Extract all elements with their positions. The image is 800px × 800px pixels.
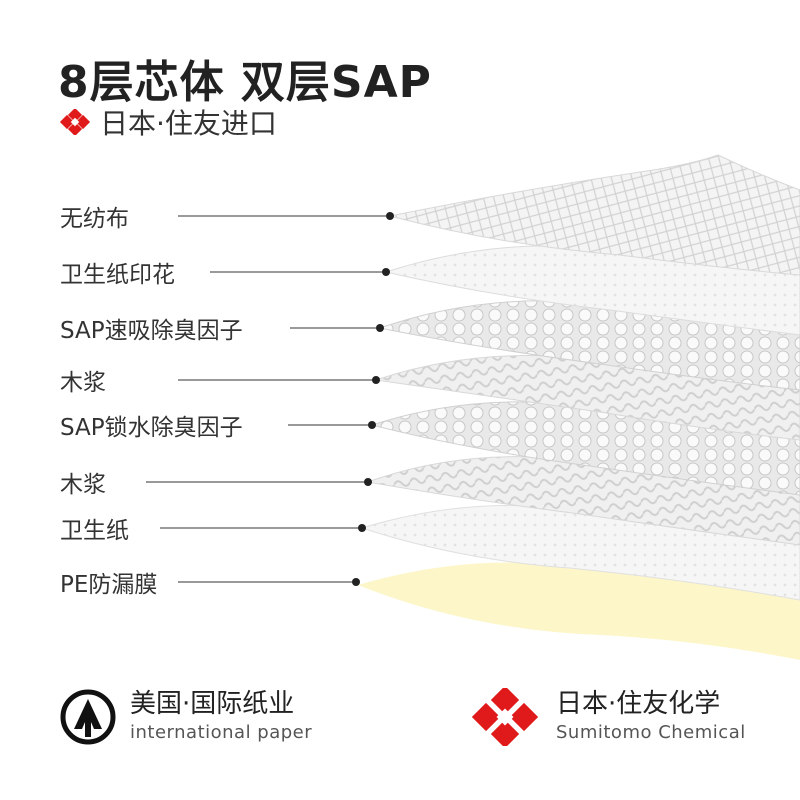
- layer-label: SAP速吸除臭因子: [60, 318, 243, 344]
- layer-label: 卫生纸: [60, 518, 129, 544]
- brand-left-cn: 美国·国际纸业: [130, 689, 295, 719]
- origin-text: 日本·住友进口: [100, 107, 277, 140]
- brand-sumitomo: 日本·住友化学 Sumitomo Chemical: [468, 688, 746, 746]
- layer-label: 木浆: [60, 472, 106, 498]
- layer-sap-absorb: [378, 300, 800, 391]
- sumitomo-logo-icon: [59, 109, 91, 135]
- layer-label: SAP锁水除臭因子: [60, 415, 243, 441]
- layer-label: 卫生纸印花: [60, 262, 175, 288]
- layer-label: 木浆: [60, 370, 106, 396]
- brand-right-cn: 日本·住友化学: [556, 689, 721, 719]
- sumitomo-logo-icon: [471, 688, 539, 746]
- layer-nonwoven: [389, 154, 800, 276]
- international-paper-logo-icon: [60, 689, 116, 745]
- page-title: 8层芯体 双层SAP: [58, 57, 432, 108]
- layer-pe-film: [358, 562, 800, 660]
- brand-left-en: international paper: [130, 722, 313, 743]
- origin-line: 日本·住友进口: [58, 104, 277, 140]
- layer-label: PE防漏膜: [60, 572, 158, 598]
- brand-international-paper: 美国·国际纸业 international paper: [60, 688, 312, 746]
- layer-label: 无纺布: [60, 206, 129, 232]
- brand-right-en: Sumitomo Chemical: [556, 722, 746, 743]
